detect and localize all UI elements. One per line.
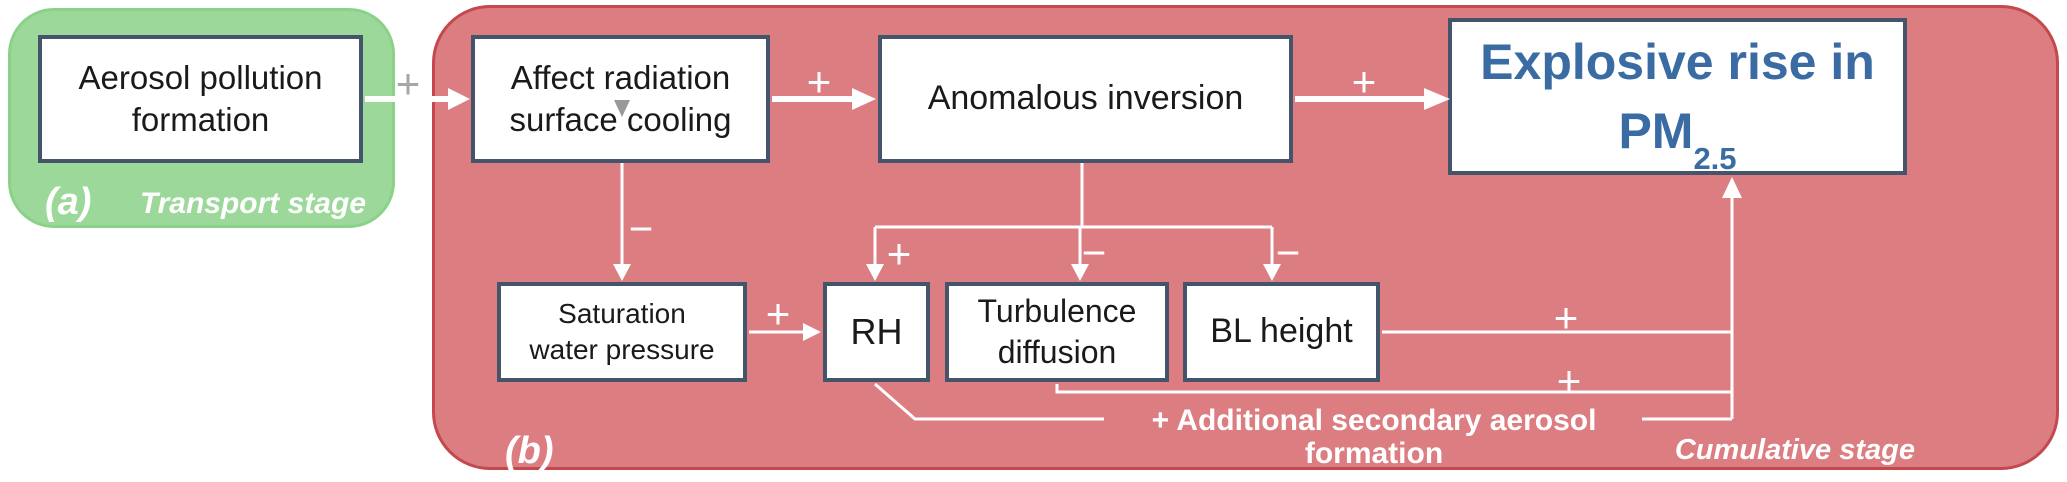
- additional-secondary-aerosol-label: + Additional secondary aerosol formation: [1151, 404, 1597, 470]
- down-arrow-icon: [614, 100, 630, 117]
- node-label-line: PM2.5: [1618, 97, 1736, 174]
- node-label-line: formation: [131, 101, 270, 138]
- panel-b-id: (b): [505, 430, 554, 472]
- node-label-line: RH: [850, 310, 903, 352]
- node-aerosol-pollution-formation: Aerosol pollution formation: [38, 35, 363, 163]
- sign-anomalous-to-bl: −: [1275, 229, 1301, 276]
- node-explosive-rise-in-pm25: Explosive rise in PM2.5: [1448, 18, 1907, 175]
- node-saturation-water-pressure: Saturation water pressure: [497, 282, 747, 382]
- sign-affect-to-saturation: −: [628, 205, 654, 252]
- node-label-line: Affect radiation: [510, 58, 731, 96]
- panel-a-id: (a): [45, 181, 92, 223]
- node-label-line: Turbulence: [977, 293, 1137, 330]
- node-affect-radiation-surface-cooling: Affect radiation surface cooling: [471, 35, 770, 163]
- node-label-line: Explosive rise in: [1480, 33, 1875, 90]
- transport-stage-label: Transport stage: [139, 187, 366, 220]
- sign-bl-to-pm: +: [1553, 294, 1579, 341]
- node-label-line: water pressure: [529, 334, 715, 365]
- node-label-line: BL height: [1210, 312, 1353, 351]
- sign-anomalous-to-rh: +: [886, 230, 912, 277]
- node-label-line: Saturation: [558, 298, 686, 330]
- node-turbulence-diffusion: Turbulence diffusion: [945, 282, 1169, 382]
- node-bl-height: BL height: [1183, 282, 1380, 382]
- pm-base: PM: [1618, 102, 1694, 159]
- pm-subscript: 2.5: [1693, 140, 1737, 176]
- sign-saturation-to-rh: +: [765, 290, 791, 337]
- sign-transport-to-affect: +: [395, 60, 421, 107]
- node-label-line: diffusion: [997, 334, 1117, 370]
- cumulative-stage-label: Cumulative stage: [1674, 434, 1915, 466]
- node-label-line: Aerosol pollution: [78, 58, 323, 96]
- sign-anomalous-to-explosive: +: [1351, 58, 1377, 105]
- sign-turbulence-to-pm: +: [1556, 357, 1582, 404]
- node-anomalous-inversion: Anomalous inversion: [878, 35, 1293, 163]
- sign-anomalous-to-turbulence: −: [1081, 229, 1107, 276]
- node-rh: RH: [823, 282, 930, 382]
- sign-affect-to-anomalous: +: [806, 58, 832, 105]
- node-label-line: Anomalous inversion: [927, 79, 1244, 118]
